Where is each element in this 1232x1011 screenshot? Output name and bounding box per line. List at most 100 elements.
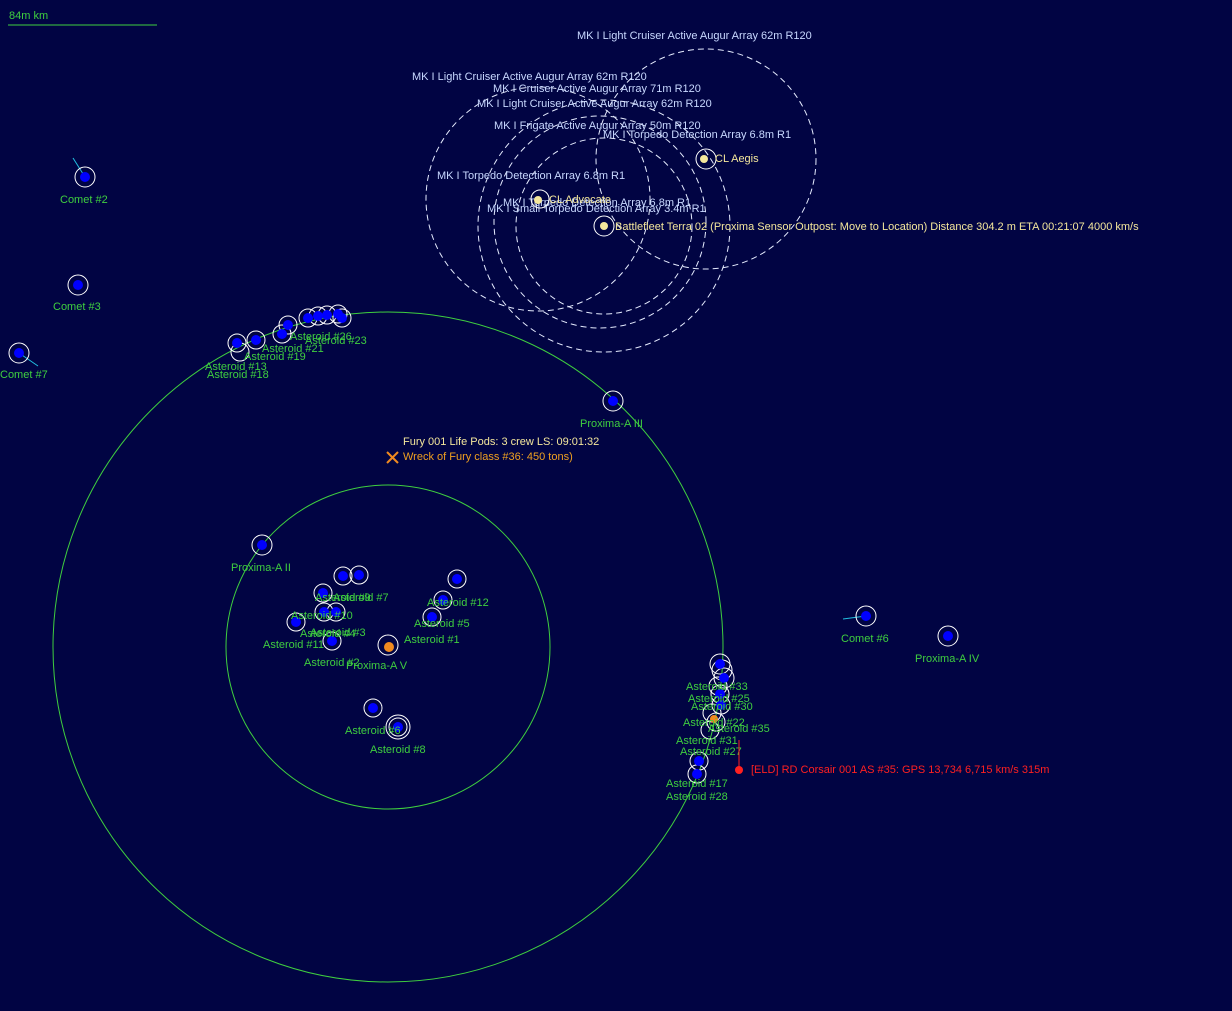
asteroid[interactable]	[251, 335, 261, 345]
fleet-label: Battlefleet Terra 02 (Proxima Sensor Out…	[615, 221, 1139, 233]
sensor-label: MK I Frigate Active Augur Array 50m R120	[494, 120, 701, 132]
asteroid-label: Asteroid #30	[691, 701, 753, 713]
ship-marker[interactable]	[700, 155, 708, 163]
asteroid-label: Asteroid #8	[370, 744, 426, 756]
cluster-se: Asteroid #17 Asteroid #28 Asteroid #27 A…	[666, 653, 770, 803]
planets: Proxima-A III Proxima-A II Proxima-A IV	[231, 390, 980, 665]
asteroid[interactable]	[452, 574, 462, 584]
orbits	[52, 311, 724, 983]
sensor-ring	[595, 48, 817, 270]
wreck-group: Fury 001 Life Pods: 3 crew LS: 09:01:32 …	[386, 436, 599, 464]
orbit-inner	[225, 484, 551, 810]
ship-marker[interactable]	[600, 222, 608, 230]
contact-marker[interactable]	[735, 766, 743, 774]
sensor-ring	[515, 137, 693, 315]
asteroid-ring	[385, 714, 411, 740]
wreck-marker[interactable]	[710, 715, 718, 723]
planet-body[interactable]	[943, 631, 953, 641]
comet-ring	[74, 166, 96, 188]
comet-body[interactable]	[14, 348, 24, 358]
asteroid[interactable]	[715, 689, 725, 699]
asteroid-ring	[286, 612, 306, 632]
asteroid-ring	[246, 330, 266, 350]
sensor-label: MK I Torpedo Detection Array 6.8m R1	[503, 197, 691, 209]
scale-label: 84m km	[9, 10, 48, 22]
asteroid-label: Asteroid #6	[345, 725, 401, 737]
cluster-bodies	[232, 309, 347, 348]
sensor-rings	[425, 48, 817, 353]
comet-body[interactable]	[80, 172, 90, 182]
asteroid-ring	[433, 590, 453, 610]
planet-body[interactable]	[257, 540, 267, 550]
asteroid[interactable]	[715, 659, 725, 669]
planet-label: Proxima-A III	[580, 418, 643, 430]
sensor-labels: MK I Light Cruiser Active Augur Array 62…	[412, 30, 812, 215]
asteroid[interactable]	[319, 607, 329, 617]
asteroid-ring	[313, 583, 333, 603]
sensor-ring	[425, 86, 651, 312]
sensor-label: MK I Small Torpedo Detection Array 3.4m …	[487, 203, 706, 215]
cluster-bodies	[692, 659, 729, 779]
comet-body[interactable]	[861, 611, 871, 621]
asteroid[interactable]	[313, 311, 323, 321]
star-body[interactable]	[384, 642, 394, 652]
asteroid-label: Asteroid #26	[290, 331, 352, 343]
sensor-label: MK I Light Cruiser Active Augur Array 62…	[412, 71, 647, 83]
asteroid[interactable]	[232, 338, 242, 348]
asteroid[interactable]	[393, 722, 403, 732]
cluster-nw: Asteroid #18 Asteroid #13 Asteroid #19 A…	[205, 304, 367, 381]
asteroid[interactable]	[318, 588, 328, 598]
asteroid-ring	[227, 333, 247, 353]
comet-ring	[855, 605, 877, 627]
asteroid-ring	[322, 631, 342, 651]
asteroid[interactable]	[438, 595, 448, 605]
asteroid[interactable]	[303, 313, 313, 323]
asteroid[interactable]	[322, 310, 332, 320]
asteroid-label: Asteroid #19	[244, 351, 306, 363]
asteroid[interactable]	[277, 329, 287, 339]
lifepod-label: Fury 001 Life Pods: 3 crew LS: 09:01:32	[403, 436, 599, 448]
asteroid[interactable]	[354, 570, 364, 580]
planet-ring	[251, 534, 273, 556]
asteroid[interactable]	[327, 636, 337, 646]
asteroid[interactable]	[694, 756, 704, 766]
asteroid[interactable]	[283, 320, 293, 330]
asteroid-label: Asteroid #27	[680, 746, 742, 758]
comet-ring	[8, 342, 30, 364]
asteroid-label: Asteroid #12	[427, 597, 489, 609]
asteroid[interactable]	[692, 769, 702, 779]
comet-label: Comet #2	[60, 194, 108, 206]
asteroid[interactable]	[291, 617, 301, 627]
comet-body[interactable]	[73, 280, 83, 290]
asteroid-ring	[349, 565, 369, 585]
asteroid[interactable]	[338, 571, 348, 581]
sensor-ring	[493, 115, 707, 329]
asteroid-label: Asteroid #18	[207, 369, 269, 381]
ship-ring	[530, 189, 550, 209]
asteroid-ring	[332, 308, 352, 328]
star-ring	[377, 634, 399, 656]
asteroid[interactable]	[716, 700, 726, 710]
asteroid[interactable]	[337, 313, 347, 323]
asteroid-label: Asteroid #7	[333, 592, 389, 604]
asteroid[interactable]	[719, 673, 729, 683]
asteroid-ring	[447, 569, 467, 589]
sensor-label: MK I Cruiser Active Augur Array 71m R120	[493, 83, 701, 95]
asteroid[interactable]	[331, 607, 341, 617]
ship-marker[interactable]	[534, 196, 542, 204]
sensor-label: MK I Torpedo Detection Array 6.8m R1	[437, 170, 625, 182]
planet-body[interactable]	[608, 396, 618, 406]
wreck-icon[interactable]	[386, 451, 399, 464]
asteroid[interactable]	[368, 703, 378, 713]
planet-label: Proxima-A IV	[915, 653, 980, 665]
asteroid-label: Asteroid #10	[291, 610, 353, 622]
asteroid-ring	[278, 315, 298, 335]
sensor-ring	[477, 99, 731, 353]
asteroid[interactable]	[427, 612, 437, 622]
asteroid-label: Asteroid #17	[666, 778, 728, 790]
asteroid-label: Asteroid #11	[263, 639, 324, 651]
asteroid-label: Asteroid #9	[315, 592, 371, 604]
asteroid-label: Asteroid #2	[304, 657, 360, 669]
asteroid-label: Asteroid #21	[262, 343, 324, 355]
